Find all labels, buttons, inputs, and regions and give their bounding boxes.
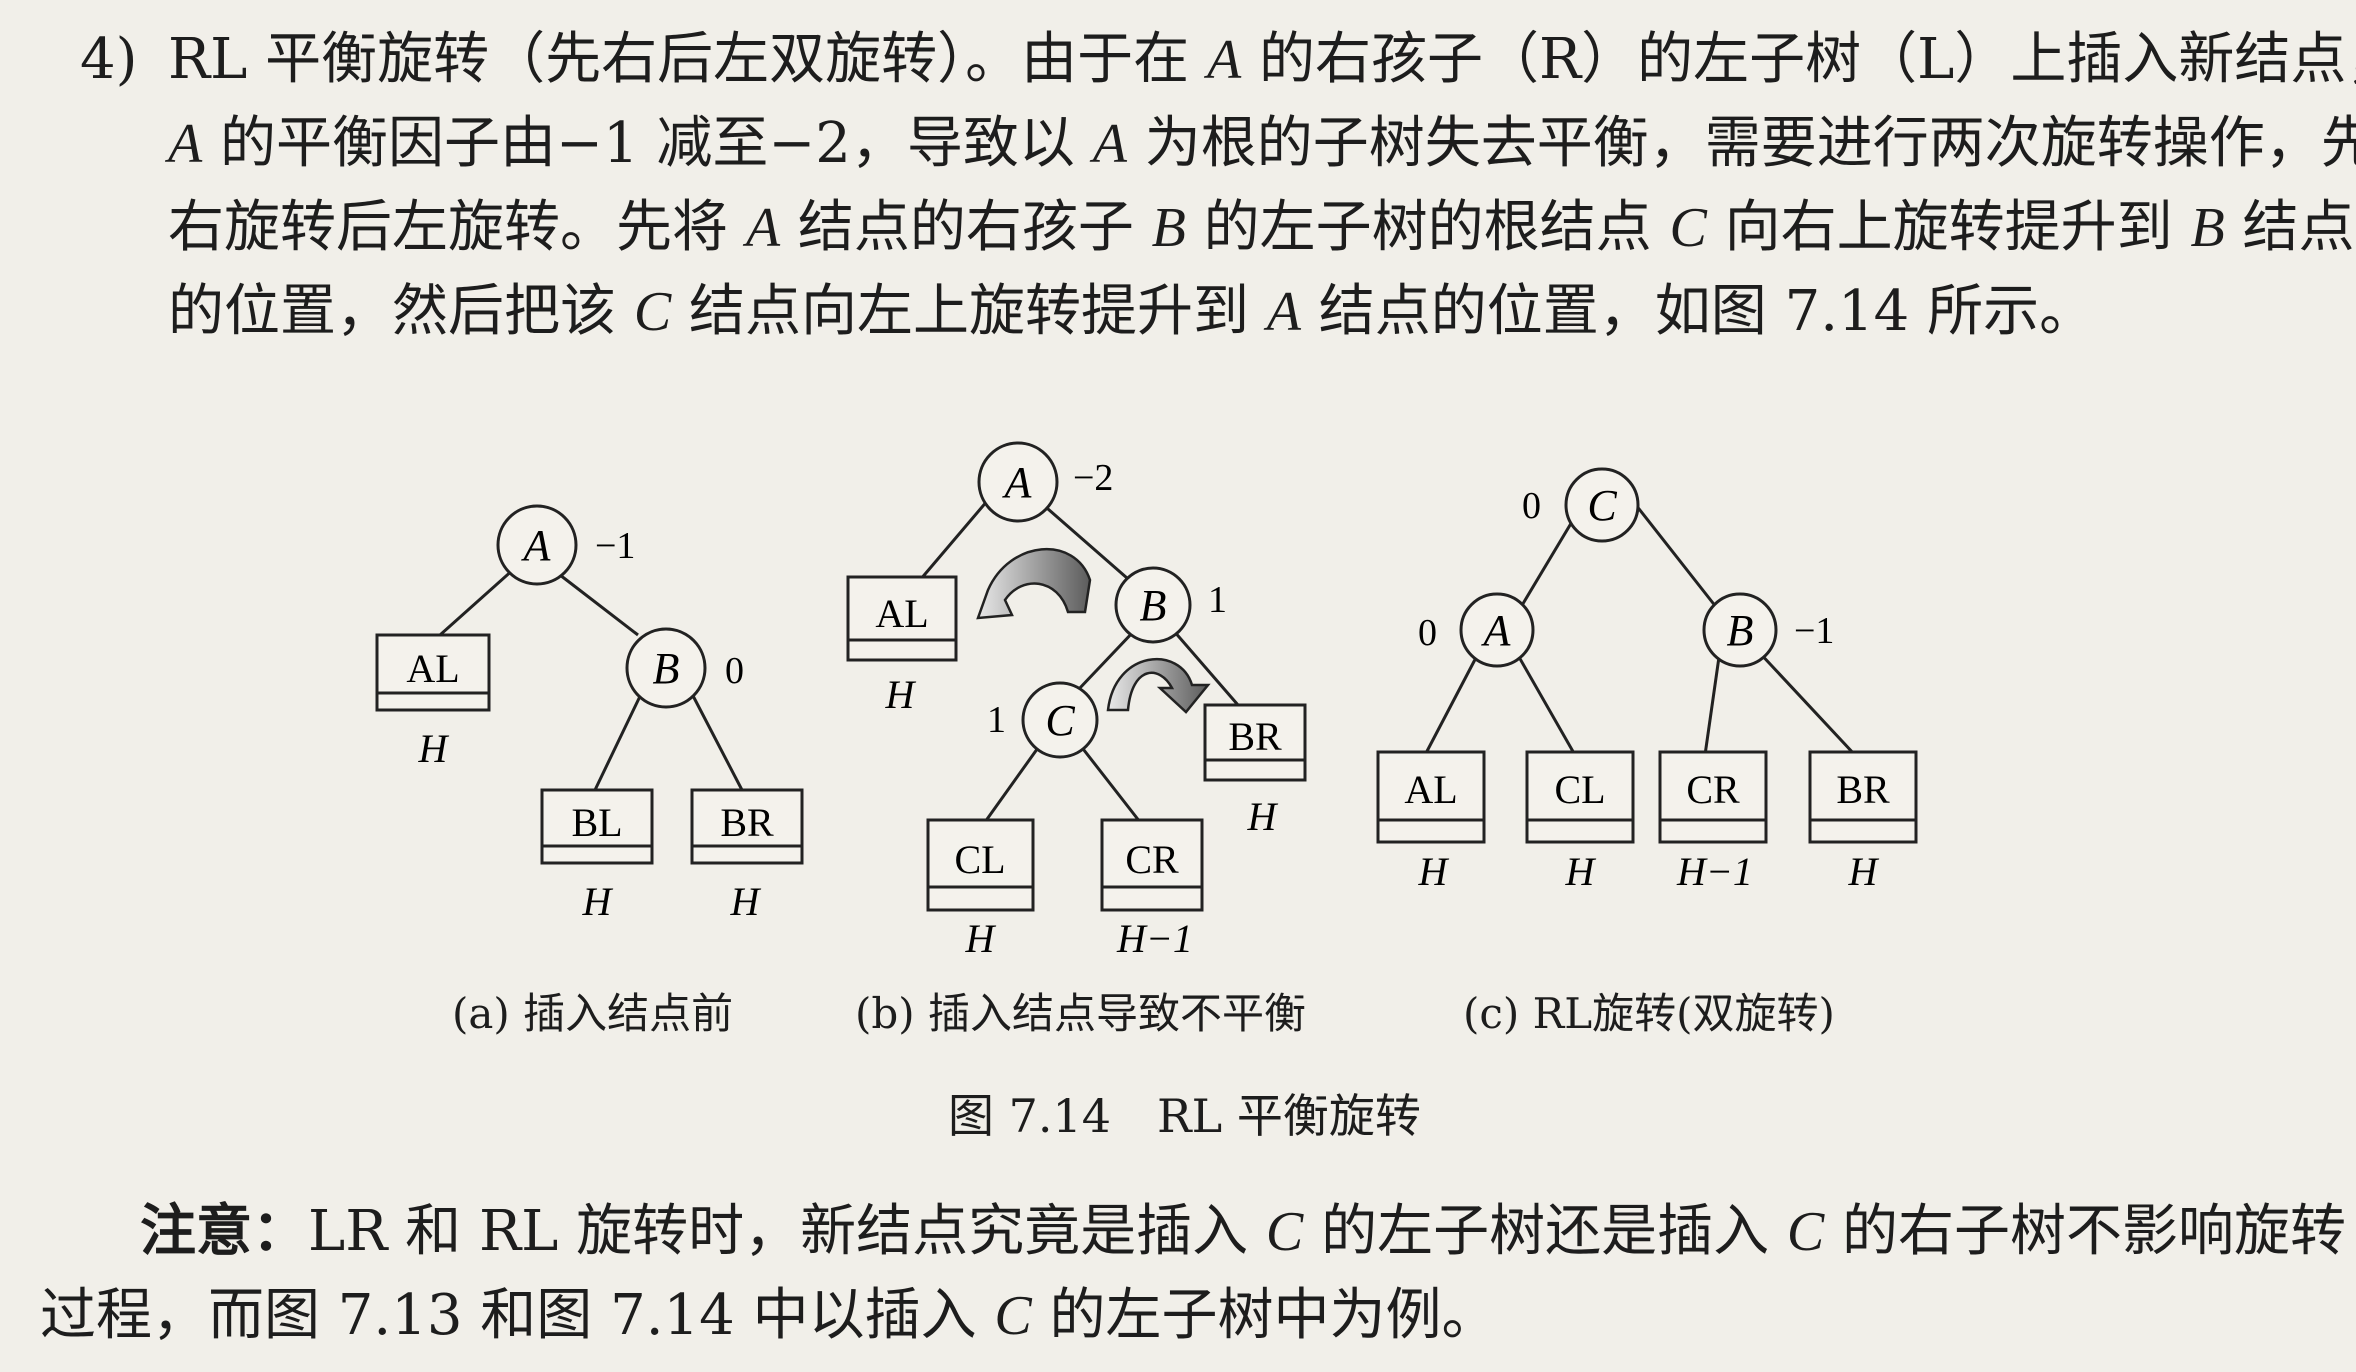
figure-7-14-diagram: A −1 B 0 AL H BL H BR H [375,441,1918,961]
node-c-A-label: A [1481,606,1512,655]
svg-text:CL: CL [1554,767,1605,812]
box-a-BL-height: H [582,879,614,924]
edge-b-C-CL [983,744,1042,823]
svg-text:BR: BR [1836,767,1890,812]
svg-text:AL: AL [875,591,928,636]
node-b-C: C 1 [987,681,1099,759]
tree-b: A −2 B 1 C 1 AL H BR H CL H [846,441,1307,961]
node-c-C-bf: 0 [1522,485,1541,527]
edge-b-C-CR [1078,744,1142,823]
edge-a-B-BL [593,689,645,791]
subcaption-c: (c) RL旋转(双旋转) [1463,989,1835,1038]
figure-caption: 图 7.14 RL 平衡旋转 [948,1089,1421,1143]
box-b-BR-height: H [1247,794,1279,839]
edge-c-A-CL [1513,649,1577,756]
box-b-CR: CR H−1 [1100,818,1204,961]
subcaption-a: (a) 插入结点前 [452,989,734,1038]
box-b-CL-height: H [965,916,997,961]
box-c-BR: BR H [1808,750,1918,894]
box-b-BR: BR H [1203,703,1307,839]
svg-text:CR: CR [1686,767,1740,812]
paragraph-line-3: 右旋转后左旋转。先将 A 结点的右孩子 B 的左子树的根结点 C 向右上旋转提升… [168,195,2355,260]
node-a-B-bf: 0 [725,650,744,692]
node-b-B-label: B [1140,581,1167,630]
paragraph-line-1: 4)RL 平衡旋转（先右后左双旋转）。由于在 A 的右孩子（R）的左子树（L）上… [80,18,2356,102]
box-a-AL: AL H [375,633,491,771]
note-line-2: 过程，而图 7.13 和图 7.14 中以插入 C 的左子树中为例。 [40,1283,1498,1348]
box-c-AL-height: H [1418,849,1450,894]
svg-text:CL: CL [954,837,1005,882]
box-c-AL: AL H [1376,750,1486,894]
item-number: 4) [80,27,138,92]
box-c-CR-height: H−1 [1676,849,1753,894]
box-c-BR-height: H [1848,849,1880,894]
svg-text:CR: CR [1125,837,1179,882]
node-b-C-label: C [1045,696,1075,745]
node-a-B-label: B [653,644,680,693]
tree-a: A −1 B 0 AL H BL H BR H [375,504,804,924]
paragraph-line-4: 的位置，然后把该 C 结点向左上旋转提升到 A 结点的位置，如图 7.14 所示… [168,279,2096,344]
svg-text:BR: BR [1228,714,1282,759]
box-a-AL-height: H [418,726,450,771]
edge-b-A-AL [918,499,990,581]
paragraph-rl-rotation: 4)RL 平衡旋转（先右后左双旋转）。由于在 A 的右孩子（R）的左子树（L）上… [80,18,2356,354]
box-a-BL: BL H [540,788,654,924]
node-b-A: A −2 [977,441,1113,523]
node-c-A-bf: 0 [1418,612,1437,654]
edge-b-A-B [1039,500,1136,587]
box-b-CR-height: H−1 [1116,916,1193,961]
note-paragraph: 注意：LR 和 RL 旋转时，新结点究竟是插入 C 的左子树还是插入 C 的右子… [40,1190,2347,1358]
node-c-C: C 0 [1522,467,1640,543]
node-c-B-bf: −1 [1794,610,1834,652]
node-a-A-bf: −1 [595,525,635,567]
paragraph-line-2: A 的平衡因子由−1 减至−2，导致以 A 为根的子树失去平衡，需要进行两次旋转… [168,111,2356,176]
edge-a-A-AL [439,566,516,637]
svg-text:BR: BR [720,800,774,845]
node-a-A: A −1 [496,504,635,586]
svg-text:AL: AL [1404,767,1457,812]
node-b-A-bf: −2 [1073,457,1113,499]
box-c-CR: CR H−1 [1658,750,1768,894]
node-b-B-bf: 1 [1208,579,1227,621]
tree-c: C 0 A 0 B −1 AL H CL H CR H− [1376,467,1918,894]
edge-b-B-C [1076,628,1137,692]
node-b-B: B 1 [1114,566,1227,644]
edge-a-A-B [559,573,639,637]
svg-text:BL: BL [571,800,622,845]
note-line-1: 注意：LR 和 RL 旋转时，新结点究竟是插入 C 的左子树还是插入 C 的右子… [140,1199,2347,1264]
subcaption-b: (b) 插入结点导致不平衡 [855,989,1307,1038]
box-b-CL: CL H [926,818,1035,961]
node-a-A-label: A [521,521,552,570]
box-c-CL: CL H [1525,750,1635,894]
node-c-A: A 0 [1418,592,1535,668]
edge-c-B-CR [1703,649,1722,756]
note-label: 注意： [140,1199,308,1264]
box-b-AL-height: H [885,672,917,717]
left-rotation-arrow-icon [976,547,1092,620]
node-c-C-label: C [1587,481,1617,530]
node-a-B: B 0 [625,627,744,709]
edge-c-B-BR [1755,648,1857,757]
edge-b-B-BR [1171,629,1240,706]
node-c-B-label: B [1727,606,1754,655]
edge-c-C-B [1630,499,1722,613]
box-c-CL-height: H [1565,849,1597,894]
box-a-BR: BR H [690,788,804,924]
edge-c-A-AL [1423,649,1482,756]
edge-a-B-BR [688,689,744,791]
box-a-BR-height: H [730,879,762,924]
box-b-AL: AL H [846,575,958,717]
right-rotation-arrow-icon [1106,658,1211,714]
node-b-A-label: A [1002,458,1033,507]
svg-text:AL: AL [406,646,459,691]
node-b-C-bf: 1 [987,699,1006,741]
node-c-B: B −1 [1702,592,1834,668]
